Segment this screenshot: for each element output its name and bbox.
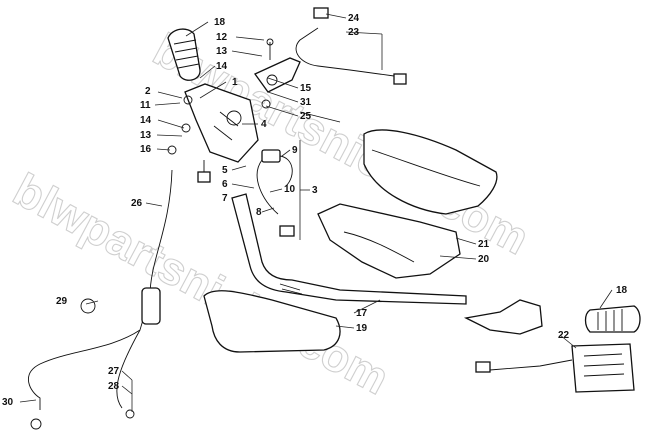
- part-throttle-lever: [463, 299, 543, 335]
- part-throttle-cable: [28, 169, 173, 410]
- callout-24: 24: [348, 13, 360, 24]
- callout-30: 30: [2, 397, 14, 408]
- part-throttle-housing: [254, 57, 301, 93]
- callout-labels: 18 12 13 14 1 2 11 14 13 16 15 31 25 24 …: [2, 13, 628, 408]
- callout-31: 31: [300, 97, 312, 108]
- part-heater-wire-right: [295, 7, 407, 85]
- callout-15: 15: [300, 83, 312, 94]
- part-seat-cover: [363, 129, 498, 215]
- callout-1: 1: [232, 77, 238, 88]
- callout-7: 7: [222, 193, 228, 204]
- part-hardware-small: [30, 38, 341, 430]
- callout-26: 26: [131, 198, 143, 209]
- callout-23: 23: [348, 27, 360, 38]
- callout-9: 9: [292, 145, 298, 156]
- callout-17: 17: [356, 308, 368, 319]
- callout-6: 6: [222, 179, 228, 190]
- callout-4: 4: [261, 119, 267, 130]
- part-brake-lever-housing: [184, 83, 259, 163]
- callout-14-top: 14: [216, 61, 228, 72]
- callout-20: 20: [478, 254, 490, 265]
- callout-13-top: 13: [216, 46, 228, 57]
- callout-18-top: 18: [214, 17, 226, 28]
- part-handlebar: [231, 193, 467, 305]
- watermark-bottom: blwpartsniche.com: [5, 163, 397, 405]
- callout-25: 25: [300, 111, 312, 122]
- callout-14-mid: 14: [140, 115, 152, 126]
- callout-16: 16: [140, 144, 152, 155]
- part-heater-element: [475, 343, 635, 393]
- part-right-grip: [584, 305, 641, 333]
- callout-27: 27: [108, 366, 120, 377]
- part-bracket: [317, 203, 461, 279]
- callout-11: 11: [140, 100, 151, 111]
- callout-21: 21: [478, 239, 490, 250]
- callout-12: 12: [216, 32, 228, 43]
- part-handlebar-pad: [203, 290, 341, 353]
- callout-28: 28: [108, 381, 120, 392]
- callout-19: 19: [356, 323, 368, 334]
- callout-10: 10: [284, 184, 296, 195]
- callout-8: 8: [256, 207, 262, 218]
- callout-5: 5: [222, 165, 228, 176]
- callout-13-mid: 13: [140, 130, 152, 141]
- callout-3: 3: [312, 185, 318, 196]
- part-switch-assembly: [197, 149, 295, 237]
- part-left-grip: [167, 28, 201, 81]
- callout-2: 2: [145, 86, 151, 97]
- callout-22: 22: [558, 330, 570, 341]
- callout-29: 29: [56, 296, 68, 307]
- leader-lines: [19, 13, 613, 412]
- callout-18-right: 18: [616, 285, 628, 296]
